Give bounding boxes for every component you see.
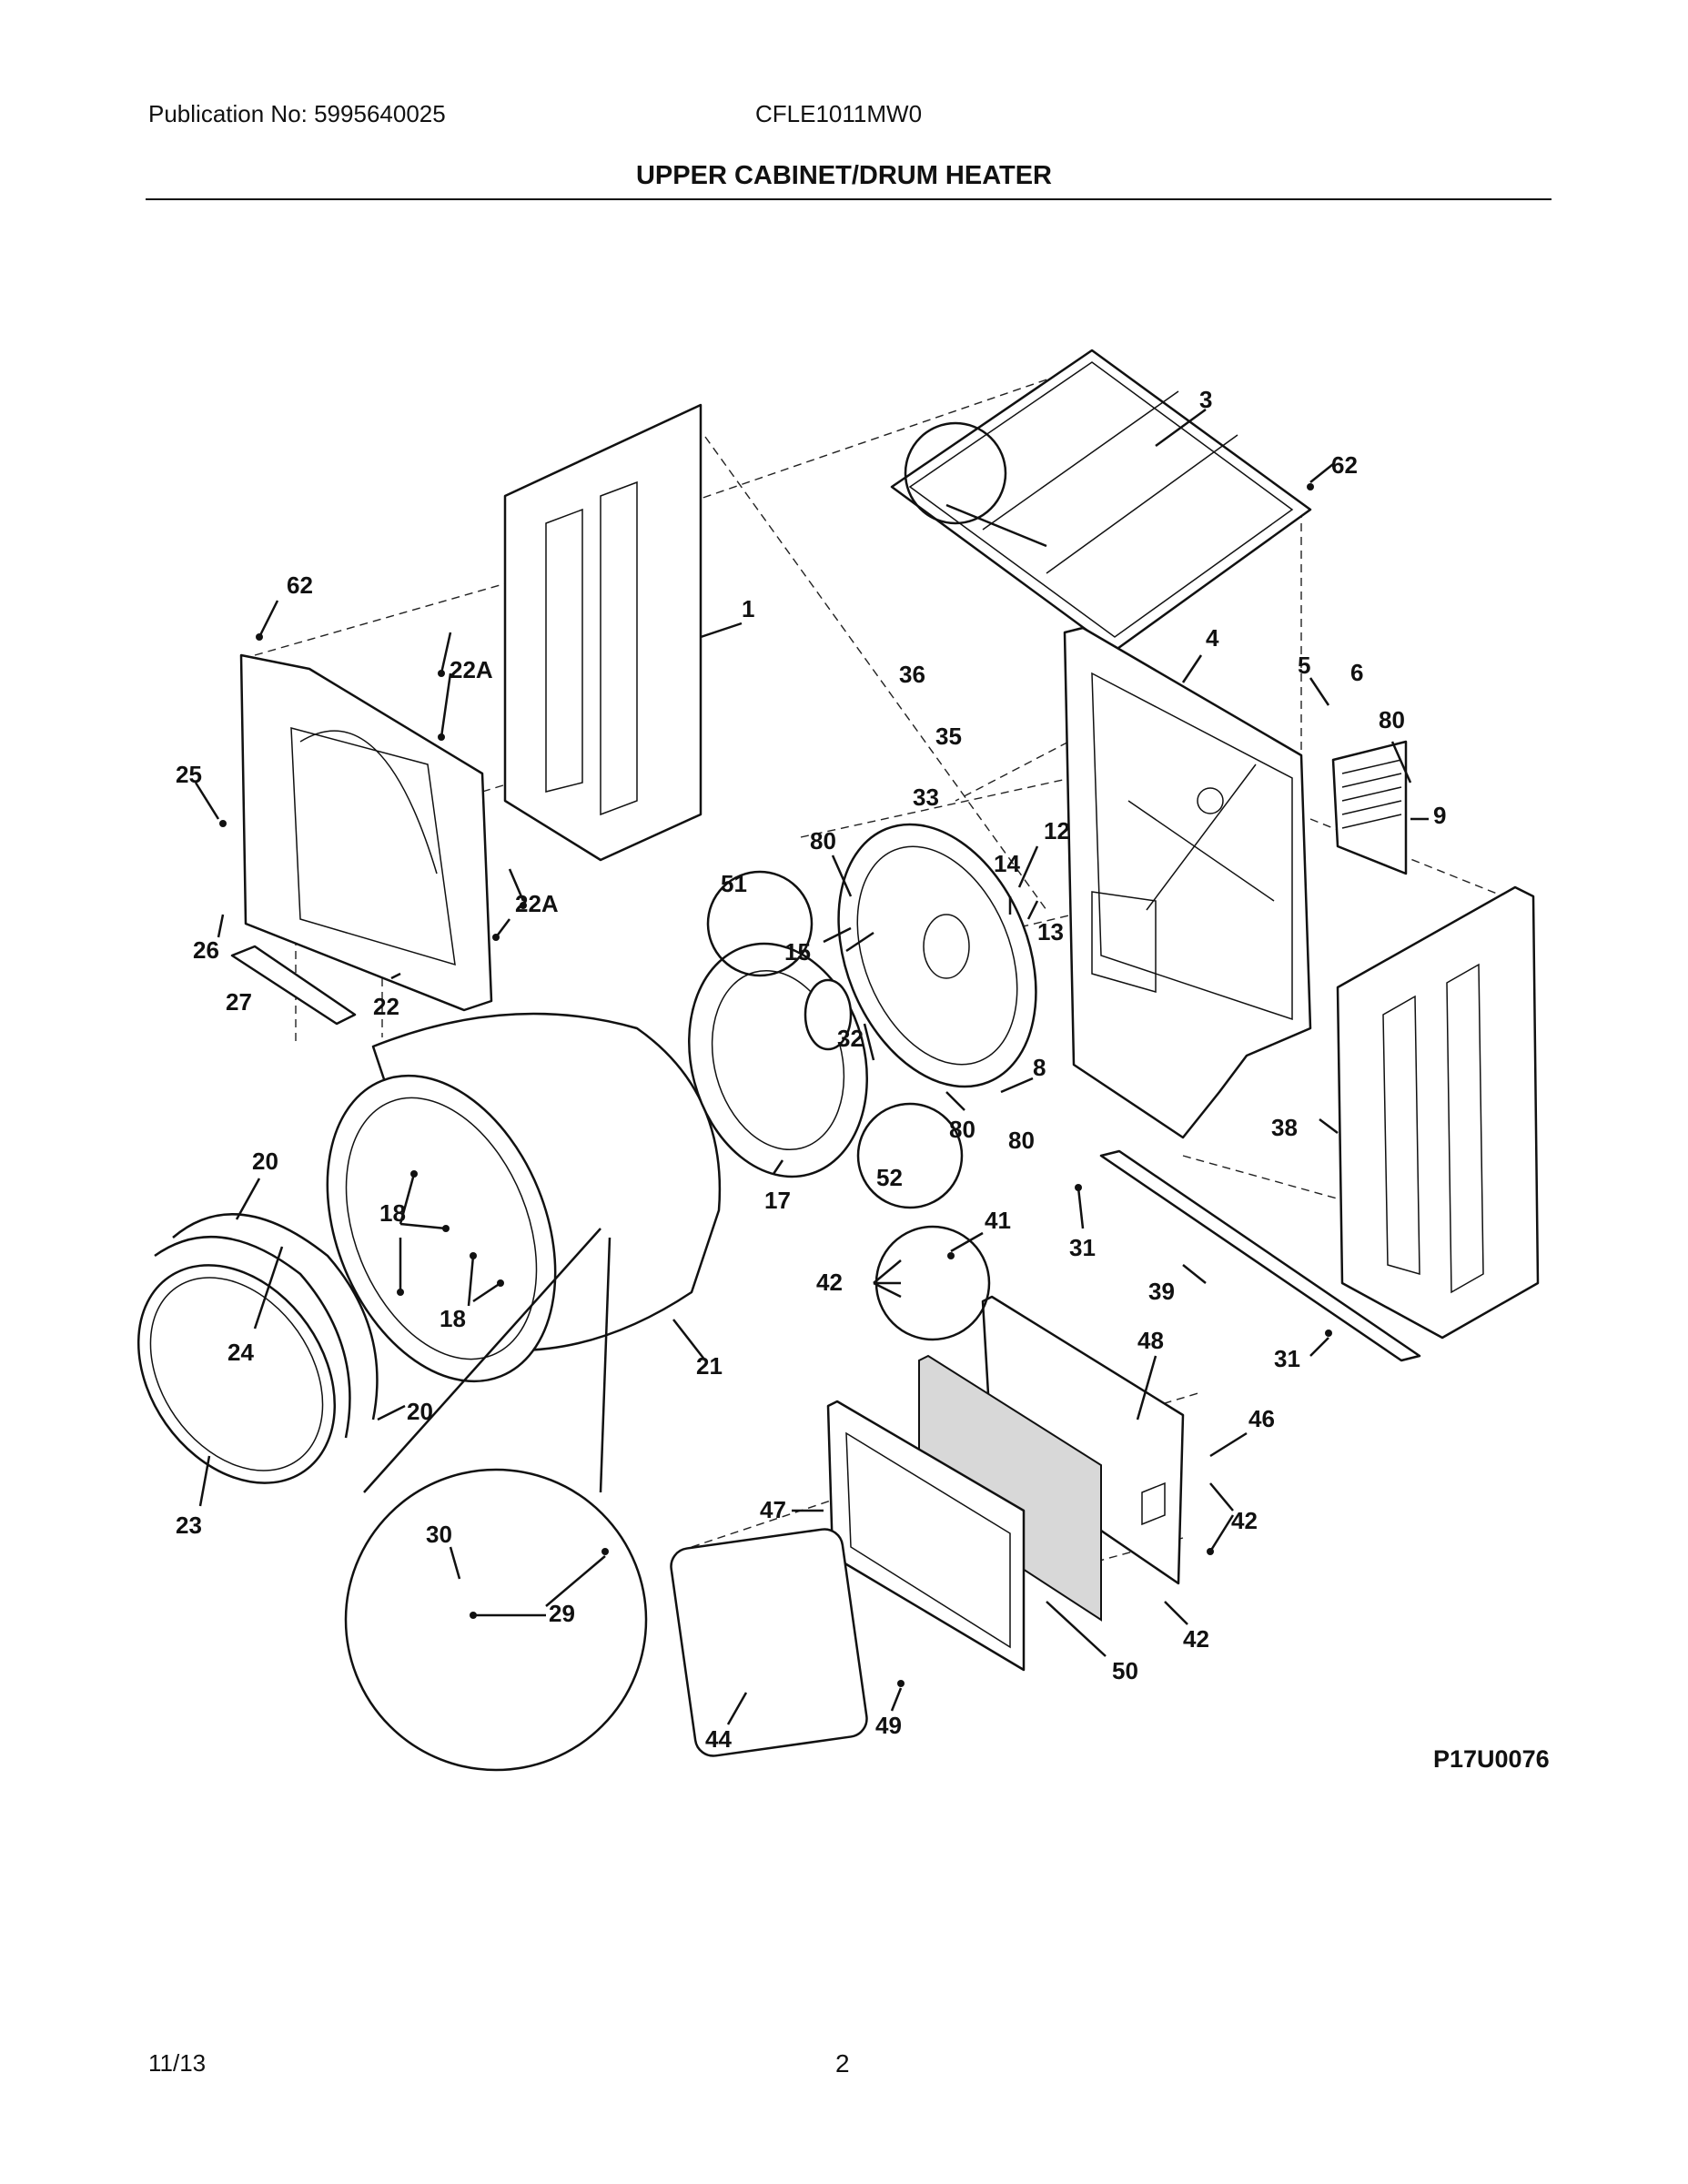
- toe-plate: [230, 945, 357, 1026]
- callout-23: 23: [176, 1512, 202, 1539]
- detail-circles: [344, 421, 1007, 1772]
- heater-gasket: [670, 1528, 868, 1757]
- callout-80-upper-right: 80: [1379, 706, 1405, 733]
- drum-rings: [136, 1213, 379, 1484]
- callout-21: 21: [696, 1352, 723, 1380]
- callout-14: 14: [994, 850, 1020, 877]
- callout-18-upper: 18: [379, 1199, 406, 1227]
- fastener-dots: [219, 483, 1332, 1687]
- callout-22: 22: [373, 993, 399, 1020]
- rear-panel: [1063, 626, 1312, 1139]
- callout-3: 3: [1199, 386, 1212, 413]
- callout-39: 39: [1148, 1278, 1175, 1305]
- callout-labels: 3 62 1 62 22A 36 35 4 5 6 80 9 25 33 80 …: [176, 386, 1446, 1753]
- callout-41: 41: [985, 1207, 1011, 1234]
- callout-42-bottom: 42: [1183, 1625, 1209, 1653]
- callout-17: 17: [764, 1187, 791, 1214]
- callout-44: 44: [705, 1725, 732, 1753]
- callout-36: 36: [899, 661, 925, 688]
- callout-20-lower: 20: [407, 1398, 433, 1425]
- callout-35: 35: [935, 723, 962, 750]
- callout-50: 50: [1112, 1657, 1138, 1684]
- callout-15: 15: [784, 938, 811, 966]
- callout-33: 33: [913, 784, 939, 811]
- callout-8: 8: [1033, 1054, 1046, 1081]
- publication-number: Publication No: 5995640025: [148, 100, 446, 127]
- callout-30: 30: [426, 1521, 452, 1548]
- page-number: 2: [835, 2049, 850, 2078]
- heater-assembly: [826, 1295, 1185, 1672]
- callout-22a-upper: 22A: [450, 656, 493, 683]
- front-panel: [239, 653, 493, 1012]
- callout-46: 46: [1248, 1405, 1275, 1432]
- rear-bulkhead: [837, 823, 1037, 1088]
- callout-31-upper: 31: [1069, 1234, 1096, 1261]
- callout-29: 29: [549, 1600, 575, 1627]
- callout-80-lower-right: 80: [1008, 1127, 1035, 1154]
- callout-18-lower: 18: [440, 1305, 466, 1332]
- callout-9: 9: [1433, 802, 1446, 829]
- callout-62-top: 62: [1331, 451, 1358, 479]
- support-rail: [1099, 1149, 1421, 1362]
- callout-1: 1: [742, 595, 754, 622]
- callout-5: 5: [1298, 652, 1310, 679]
- callout-27: 27: [226, 988, 252, 1016]
- callout-42-right: 42: [1231, 1507, 1258, 1534]
- bearing: [804, 978, 853, 1051]
- model-number: CFLE1011MW0: [755, 100, 923, 127]
- callout-48: 48: [1137, 1327, 1164, 1354]
- callout-25: 25: [176, 761, 202, 788]
- callout-62-left: 62: [287, 571, 313, 599]
- callout-24: 24: [227, 1339, 254, 1366]
- side-panel-right: [1336, 885, 1540, 1340]
- drum: [326, 1012, 722, 1383]
- callout-22a-lower: 22A: [515, 890, 559, 917]
- callout-80-center: 80: [810, 827, 836, 854]
- callout-80-lower-left: 80: [949, 1116, 975, 1143]
- callout-47: 47: [760, 1496, 786, 1523]
- callout-4: 4: [1206, 624, 1219, 652]
- callout-38: 38: [1271, 1114, 1298, 1141]
- callout-51: 51: [721, 870, 747, 897]
- diagram-code: P17U0076: [1433, 1745, 1550, 1773]
- side-panel-left: [503, 403, 702, 862]
- callout-49: 49: [875, 1712, 902, 1739]
- footer-date: 11/13: [148, 2049, 207, 2077]
- callout-6: 6: [1350, 659, 1363, 686]
- callout-32: 32: [837, 1025, 864, 1052]
- callout-13: 13: [1037, 918, 1064, 945]
- callout-20-upper: 20: [252, 1148, 278, 1175]
- callout-31-lower: 31: [1274, 1345, 1300, 1372]
- title-divider: [146, 198, 1552, 200]
- vent-grille: [1331, 740, 1408, 875]
- top-panel: [890, 349, 1312, 652]
- leader-lines: [194, 408, 1429, 1725]
- callout-26: 26: [193, 936, 219, 964]
- page-title: UPPER CABINET/DRUM HEATER: [635, 161, 1053, 190]
- callout-42-left: 42: [816, 1269, 843, 1296]
- callout-12: 12: [1044, 817, 1070, 844]
- callout-52: 52: [876, 1164, 903, 1191]
